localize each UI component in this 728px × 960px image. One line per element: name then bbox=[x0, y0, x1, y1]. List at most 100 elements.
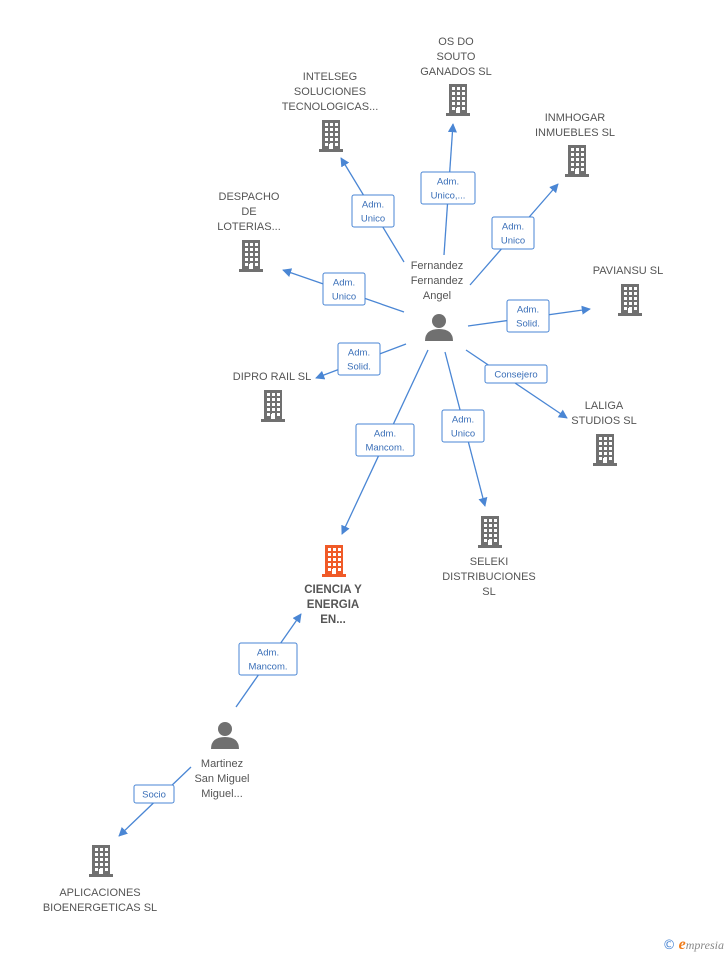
node-label-line: APLICACIONES bbox=[59, 887, 140, 899]
building-icon bbox=[239, 240, 263, 272]
relation-edge-osdosouto[interactable]: Adm. Unico,... bbox=[420, 123, 476, 256]
building-icon bbox=[319, 120, 343, 152]
node-label-line: INTELSEG bbox=[303, 71, 357, 83]
company-node-paviansu[interactable]: PAVIANSU SL bbox=[593, 265, 664, 316]
building-icon bbox=[322, 545, 346, 577]
node-label-line: Fernandez bbox=[411, 275, 464, 287]
edge-label-line: Consejero bbox=[494, 370, 537, 381]
edge-label-line: Adm. bbox=[517, 305, 539, 316]
node-label-line: INMUEBLES SL bbox=[535, 127, 615, 139]
edge-label-box[interactable] bbox=[506, 299, 550, 333]
person-icon bbox=[425, 314, 453, 341]
edge-label-line: Unico bbox=[332, 292, 356, 303]
edge-label-line: Unico,... bbox=[431, 191, 466, 202]
node-label-line: PAVIANSU SL bbox=[593, 265, 664, 277]
company-node-ciencia[interactable]: CIENCIA Y ENERGIA EN... bbox=[304, 545, 362, 626]
node-label-line: GANADOS SL bbox=[420, 66, 492, 78]
edge-label-box[interactable] bbox=[238, 642, 298, 676]
edge-label-line: Unico bbox=[451, 429, 475, 440]
edge-label-box[interactable] bbox=[337, 342, 381, 376]
node-label-line: SOUTO bbox=[437, 51, 476, 63]
node-label-line: CIENCIA Y bbox=[304, 584, 362, 596]
edge-label-line: Solid. bbox=[516, 319, 540, 330]
relation-edge-laliga[interactable]: Consejero bbox=[465, 349, 568, 419]
edge-label-line: Adm. bbox=[437, 177, 459, 188]
nodes: OS DO SOUTO GANADOS SL INTELSEG SOLUCIONES TE… bbox=[43, 36, 663, 914]
node-label-line: SOLUCIONES bbox=[294, 86, 366, 98]
edge-label-line: Adm. bbox=[452, 415, 474, 426]
edge-label-box[interactable] bbox=[351, 194, 395, 228]
relation-edge-seleki[interactable]: Adm. Unico bbox=[441, 351, 488, 507]
edge-label-line: Socio bbox=[142, 790, 166, 801]
node-label-line: DESPACHO bbox=[219, 191, 280, 203]
node-label-line: DIPRO RAIL SL bbox=[233, 371, 311, 383]
edge-label-line: Adm. bbox=[362, 200, 384, 211]
edge-label-box[interactable] bbox=[420, 171, 476, 205]
node-label-line: DE bbox=[241, 206, 256, 218]
node-label-line: LOTERIAS... bbox=[217, 221, 281, 233]
edge-label-box[interactable] bbox=[484, 364, 548, 384]
node-label-line: SL bbox=[482, 586, 495, 598]
node-label-line: Miguel... bbox=[201, 788, 243, 800]
building-icon bbox=[478, 516, 502, 548]
company-node-intelseg[interactable]: INTELSEG SOLUCIONES TECNOLOGICAS... bbox=[282, 71, 379, 152]
brand-initial: e bbox=[678, 936, 686, 953]
edge-label-box[interactable] bbox=[133, 784, 175, 804]
node-label-line: OS DO bbox=[438, 36, 474, 48]
node-label-line: Fernandez bbox=[411, 260, 464, 272]
edge-label-line: Adm. bbox=[374, 429, 396, 440]
relation-edge-inmhogar[interactable]: Adm. Unico bbox=[469, 183, 559, 286]
person-icon bbox=[211, 722, 239, 749]
edge-label-line: Adm. bbox=[348, 348, 370, 359]
building-icon bbox=[593, 434, 617, 466]
building-icon bbox=[261, 390, 285, 422]
edge-label-box[interactable] bbox=[322, 272, 366, 306]
company-node-dipro[interactable]: DIPRO RAIL SL bbox=[233, 371, 311, 422]
edge-label-line: Unico bbox=[361, 214, 385, 225]
node-label-line: San Miguel bbox=[194, 773, 249, 785]
company-node-inmhogar[interactable]: INMHOGAR INMUEBLES SL bbox=[535, 112, 615, 177]
edge-label-line: Unico bbox=[501, 236, 525, 247]
edge-label-line: Mancom. bbox=[248, 662, 287, 673]
edge-label-line: Adm. bbox=[333, 278, 355, 289]
node-label-line: STUDIOS SL bbox=[571, 415, 636, 427]
building-icon bbox=[89, 845, 113, 877]
relation-edge-ciencia-f[interactable]: Adm. Mancom. bbox=[341, 349, 429, 535]
edge-label-box[interactable] bbox=[441, 409, 485, 443]
brand-name: mpresia bbox=[685, 938, 724, 952]
node-label-line: INMHOGAR bbox=[545, 112, 606, 124]
company-node-laliga[interactable]: LALIGA STUDIOS SL bbox=[571, 400, 637, 466]
edge-label-line: Adm. bbox=[257, 648, 279, 659]
empresia-watermark: © empresia bbox=[663, 936, 724, 954]
relation-edge-paviansu[interactable]: Adm. Solid. bbox=[467, 299, 591, 333]
edge-line bbox=[465, 349, 568, 419]
node-label-line: Martinez bbox=[201, 758, 243, 770]
node-label-line: EN... bbox=[320, 614, 346, 626]
relation-edge-ciencia-m[interactable]: Adm. Mancom. bbox=[235, 613, 302, 708]
edge-label-box[interactable] bbox=[491, 216, 535, 250]
company-node-seleki[interactable]: SELEKI DISTRIBUCIONES SL bbox=[442, 516, 536, 598]
node-label-line: DISTRIBUCIONES bbox=[442, 571, 536, 583]
copyright-symbol: © bbox=[662, 938, 676, 953]
node-label-line: ENERGIA bbox=[307, 599, 359, 611]
company-node-despacho[interactable]: DESPACHO DE LOTERIAS... bbox=[217, 191, 281, 272]
node-label-line: Angel bbox=[423, 290, 451, 302]
node-label-line: SELEKI bbox=[470, 556, 509, 568]
edge-label-box[interactable] bbox=[355, 423, 415, 457]
relation-edge-intelseg[interactable]: Adm. Unico bbox=[340, 157, 405, 263]
building-icon bbox=[565, 145, 589, 177]
node-label-line: TECNOLOGICAS... bbox=[282, 101, 379, 113]
edge-label-line: Mancom. bbox=[365, 443, 404, 454]
relation-edge-despacho[interactable]: Adm. Unico bbox=[282, 268, 405, 313]
building-icon bbox=[446, 84, 470, 116]
relation-edge-dipro[interactable]: Adm. Solid. bbox=[315, 342, 407, 380]
relation-edge-aplicaciones[interactable]: Socio bbox=[118, 766, 192, 837]
edge-label-line: Solid. bbox=[347, 362, 371, 373]
edge-label-line: Adm. bbox=[502, 222, 524, 233]
company-node-os-do-souto[interactable]: OS DO SOUTO GANADOS SL bbox=[420, 36, 492, 116]
node-label-line: LALIGA bbox=[585, 400, 624, 412]
